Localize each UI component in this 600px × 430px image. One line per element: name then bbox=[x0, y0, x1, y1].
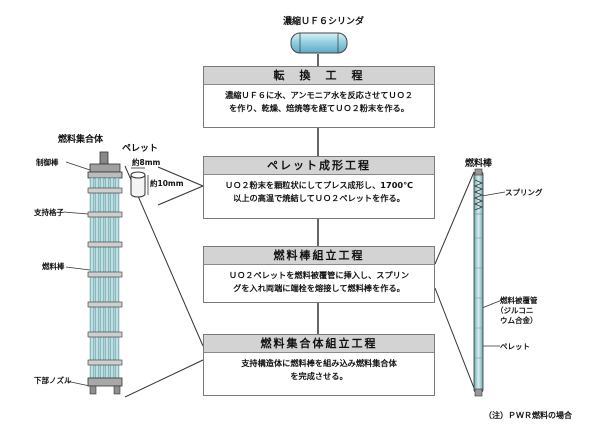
assembly-support-grid-label: 支持格子 bbox=[34, 208, 64, 217]
cylinder-label: 濃縮ＵＦ６シリンダ bbox=[283, 17, 365, 27]
step-pellet-forming: ペレット成形工程 ＵＯ２粉末を顆粒状にしてプレス成形し、1700℃ 以上の高温で… bbox=[203, 156, 435, 219]
step-pellet-forming-title: ペレット成形工程 bbox=[204, 157, 434, 175]
rod-leader-bottom bbox=[434, 287, 475, 389]
rod-detail-spring-label: スプリング bbox=[505, 188, 543, 197]
pellet-height: 約10mm bbox=[150, 179, 184, 188]
step-fuel-assembly-line-1: 支持構造体に燃料棒を組み込み燃料集合体 bbox=[241, 358, 397, 368]
rod-detail-cladding-label-1: 燃料被覆管 bbox=[500, 296, 538, 305]
rod-detail-pellet-label: ペレット bbox=[500, 342, 530, 351]
step-fuel-assembly-title: 燃料集合体組立工程 bbox=[204, 335, 434, 353]
pellet-bracket-bottom bbox=[157, 185, 204, 206]
step-fuel-rod-assembly: 燃料棒組立工程 ＵＯ２ペレットを燃料被覆管に挿入し、スプリン グを入れ両端に端栓… bbox=[203, 246, 435, 303]
step-fuel-rod-assembly-line-1: ＵＯ２ペレットを燃料被覆管に挿入し、スプリン bbox=[228, 270, 410, 280]
rod-detail-title: 燃料棒 bbox=[465, 159, 493, 169]
step-fuel-rod-assembly-line-2: グを入れ両端に端栓を熔接して燃料棒を作る。 bbox=[233, 283, 405, 293]
uf6-cylinder-icon bbox=[290, 32, 348, 54]
pellet-icon bbox=[130, 167, 149, 198]
step-conversion-line-2: を作り、乾燥、焙焼等を経てＵＯ２粉末を作る。 bbox=[229, 103, 409, 113]
rod-detail-cladding-label-3: ウム合金） bbox=[500, 316, 538, 325]
step-fuel-rod-assembly-title: 燃料棒組立工程 bbox=[204, 247, 434, 265]
step-fuel-assembly-line-2: を完成させる。 bbox=[290, 371, 348, 381]
pellet-title: ペレット bbox=[122, 144, 159, 154]
fuel-rod-icon bbox=[473, 168, 506, 397]
assembly-title: 燃料集合体 bbox=[58, 135, 104, 145]
step-conversion-title: 転 換 工 程 bbox=[204, 67, 434, 85]
assembly-bottom-nozzle-label: 下部ノズル bbox=[34, 376, 72, 385]
fuel-assembly-icon bbox=[63, 151, 123, 395]
footnote: （注）ＰＷＲ燃料の場合 bbox=[484, 411, 572, 420]
step-pellet-forming-line-1: ＵＯ２粉末を顆粒状にしてプレス成形し、1700℃ bbox=[224, 180, 414, 190]
rod-leader-top bbox=[434, 171, 475, 265]
rod-detail-cladding-label-2: （ジルコニ bbox=[496, 306, 534, 315]
pellet-diameter: 約8mm bbox=[132, 158, 161, 167]
step-conversion-line-1: 濃縮ＵＦ６に水、アンモニア水を反応させてＵＯ２ bbox=[225, 90, 413, 100]
assembly-fuel-rod-label: 燃料棒 bbox=[42, 262, 65, 271]
step-conversion: 転 換 工 程 濃縮ＵＦ６に水、アンモニア水を反応させてＵＯ２ を作り、乾燥、焙… bbox=[203, 66, 435, 128]
step-pellet-forming-line-2: 以上の高温で焼結してＵＯ２ペレットを作る。 bbox=[233, 193, 405, 203]
assembly-leader-bottom bbox=[124, 359, 204, 398]
assembly-control-rod-label: 制御棒 bbox=[36, 158, 59, 167]
pellet-bracket-top bbox=[157, 166, 204, 187]
step-fuel-assembly: 燃料集合体組立工程 支持構造体に燃料棒を組み込み燃料集合体 を完成させる。 bbox=[203, 334, 435, 396]
